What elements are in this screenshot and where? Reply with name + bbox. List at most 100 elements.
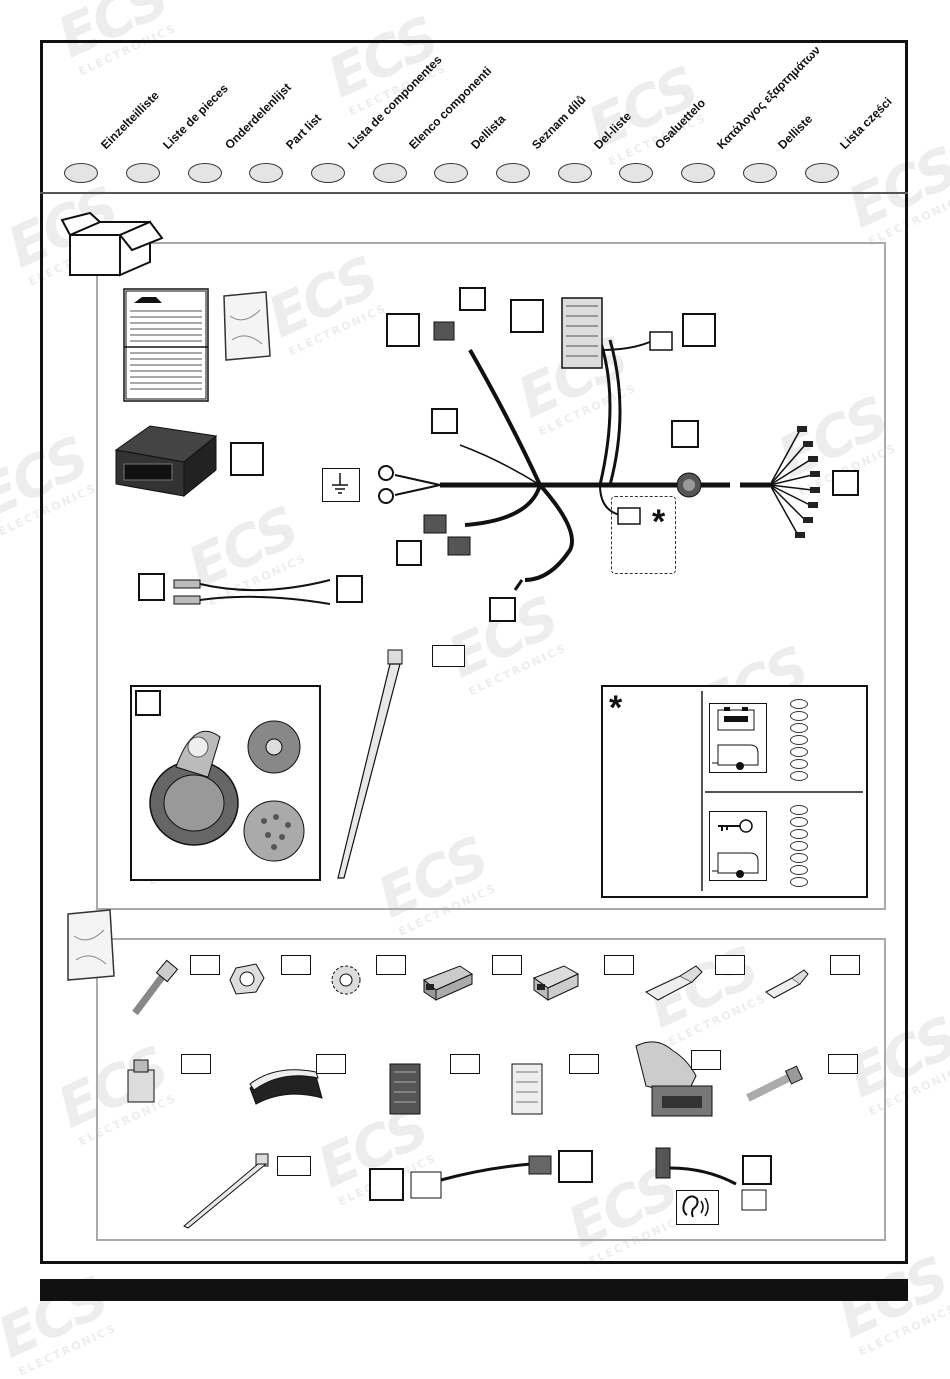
module-icon xyxy=(114,425,218,498)
sound-symbol-box xyxy=(676,1190,719,1225)
part-number-box xyxy=(386,313,420,347)
part-number-box xyxy=(830,955,860,975)
manual-icon xyxy=(123,288,209,402)
option-oval[interactable] xyxy=(790,723,808,733)
lang-select-circle[interactable] xyxy=(496,163,530,183)
bag-icon xyxy=(67,909,115,981)
caravan-icon xyxy=(712,852,759,878)
connector-plug-icon xyxy=(532,965,580,1001)
part-number-box xyxy=(432,645,465,667)
option-oval[interactable] xyxy=(790,853,808,863)
lang-select-circle[interactable] xyxy=(64,163,98,183)
socket-icon xyxy=(149,720,305,862)
option-oval[interactable] xyxy=(790,699,808,709)
part-number-box xyxy=(316,1054,346,1074)
option-oval[interactable] xyxy=(790,865,808,875)
part-number-box xyxy=(369,1168,404,1201)
extension-wire xyxy=(173,579,331,605)
terminal-small-icon xyxy=(765,969,809,999)
bolt-icon xyxy=(132,959,179,1016)
part-number-box xyxy=(828,1054,858,1074)
terminal-icon xyxy=(644,965,703,1001)
part-number-box xyxy=(376,955,406,975)
option-oval[interactable] xyxy=(790,841,808,851)
option-oval[interactable] xyxy=(790,817,808,827)
cable-tie-icon xyxy=(337,649,403,879)
washer-icon xyxy=(331,965,361,995)
part-number-box xyxy=(492,955,522,975)
lang-select-circle[interactable] xyxy=(126,163,160,183)
lang-select-circle[interactable] xyxy=(619,163,653,183)
part-number-box xyxy=(558,1150,593,1183)
lang-select-circle[interactable] xyxy=(373,163,407,183)
part-number-box xyxy=(682,313,716,347)
part-number-box xyxy=(396,540,422,566)
part-number-box xyxy=(715,955,745,975)
part-number-box xyxy=(230,442,264,476)
part-number-box xyxy=(604,955,634,975)
ear-sound-icon xyxy=(682,1195,709,1218)
part-number-box xyxy=(742,1155,772,1185)
splice-connector-light-icon xyxy=(511,1063,543,1115)
fuse-holder-icon xyxy=(635,1041,713,1117)
part-number-box xyxy=(569,1054,599,1074)
cable-tie-icon xyxy=(183,1153,269,1229)
fuse-icon xyxy=(127,1059,155,1103)
legend-box: * xyxy=(601,685,868,898)
part-number-box xyxy=(431,408,458,434)
option-oval[interactable] xyxy=(790,877,808,887)
legend-divider xyxy=(701,691,703,891)
lang-select-circle[interactable] xyxy=(805,163,839,183)
lang-select-circle[interactable] xyxy=(743,163,777,183)
lang-select-circle[interactable] xyxy=(188,163,222,183)
part-number-box xyxy=(450,1054,480,1074)
part-number-box xyxy=(671,420,699,448)
option-oval[interactable] xyxy=(790,805,808,815)
part-number-box xyxy=(281,955,311,975)
part-number-box xyxy=(277,1156,311,1176)
tape-icon xyxy=(249,1069,323,1105)
footer-bar xyxy=(40,1279,908,1301)
connector-housing-icon xyxy=(423,965,474,1001)
part-number-box xyxy=(510,299,544,333)
part-number-box xyxy=(691,1050,721,1070)
part-number-box xyxy=(181,1054,211,1074)
asterisk-marker: * xyxy=(609,689,623,727)
lang-select-circle[interactable] xyxy=(249,163,283,183)
part-number-box xyxy=(138,573,165,601)
small-parts-panel xyxy=(96,938,886,1241)
bag-icon xyxy=(223,291,271,361)
part-number-box xyxy=(135,690,161,716)
option-oval[interactable] xyxy=(790,759,808,769)
socket-box xyxy=(130,685,321,881)
lang-select-circle[interactable] xyxy=(311,163,345,183)
key-icon xyxy=(718,819,753,833)
header-divider xyxy=(40,192,908,194)
ground-icon xyxy=(332,473,348,494)
key-caravan-panel xyxy=(709,811,767,881)
page-frame xyxy=(40,40,908,1264)
option-oval[interactable] xyxy=(790,735,808,745)
lang-select-circle[interactable] xyxy=(681,163,715,183)
part-number-box xyxy=(190,955,220,975)
part-number-box xyxy=(336,575,363,603)
nut-icon xyxy=(229,963,265,995)
option-oval[interactable] xyxy=(790,771,808,781)
option-oval[interactable] xyxy=(790,747,808,757)
lang-select-circle[interactable] xyxy=(558,163,592,183)
asterisk-marker: * xyxy=(652,503,666,541)
lang-select-circle[interactable] xyxy=(434,163,468,183)
option-oval[interactable] xyxy=(790,711,808,721)
part-number-box xyxy=(489,597,516,622)
battery-caravan-panel xyxy=(709,703,767,773)
sensor-cable-icon xyxy=(410,1155,552,1199)
pin-icon xyxy=(746,1065,804,1102)
part-number-box xyxy=(832,470,859,496)
legend-divider xyxy=(705,791,863,793)
parts-panel xyxy=(96,242,886,910)
ground-symbol-box xyxy=(322,468,360,502)
buzzer-cable-icon xyxy=(655,1147,767,1211)
wiring-harness xyxy=(378,297,820,591)
option-oval[interactable] xyxy=(790,829,808,839)
